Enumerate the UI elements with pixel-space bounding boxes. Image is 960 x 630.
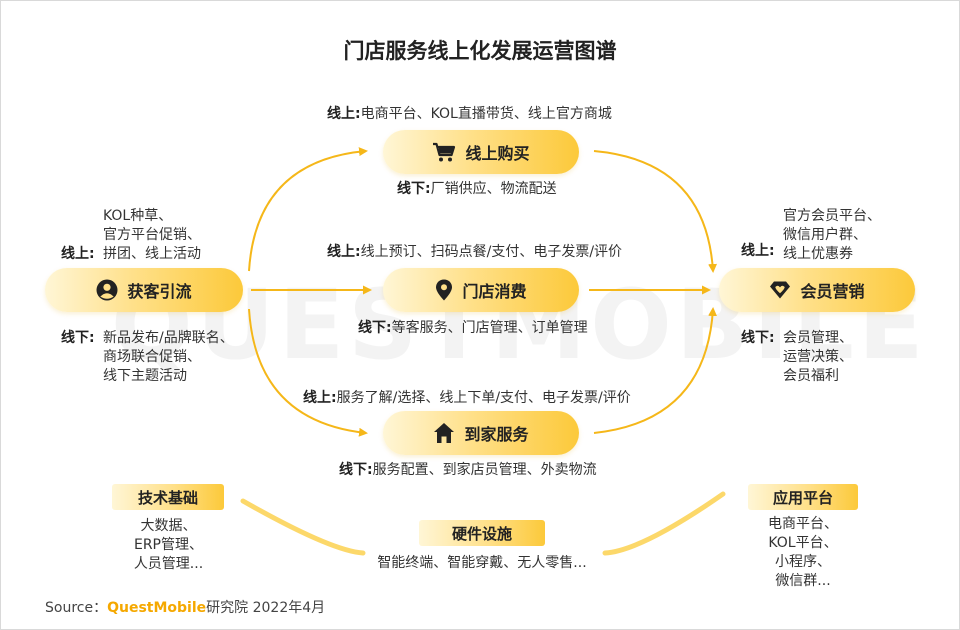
online-label: 线上:: [303, 390, 337, 406]
online-label: 线上:: [741, 243, 775, 259]
node-store: 门店消费: [383, 268, 579, 312]
online-label: 线上:: [327, 244, 361, 260]
node-acquire-label: 获客引流: [127, 282, 192, 301]
acquire-offline-block: 线下: 新品发布/品牌联名、 商场联合促销、 线下主题活动: [61, 329, 271, 386]
member-offline-lines: 会员管理、 运营决策、 会员福利: [783, 330, 853, 384]
user-circle-icon: [96, 279, 118, 301]
offline-label: 线下:: [339, 462, 373, 478]
store-offline-text: 线下:等客服务、门店管理、订单管理: [358, 320, 588, 336]
online-label: 线上:: [327, 106, 361, 122]
node-member-label: 会员营销: [800, 282, 865, 301]
location-pin-icon: [435, 279, 453, 301]
platform-lines: 电商平台、 KOL平台、 小程序、 微信群...: [768, 516, 838, 589]
arrow-acquire-to-home: [248, 308, 368, 437]
tag-hardware: 硬件设施: [419, 520, 545, 546]
home-offline-text: 线下:服务配置、到家店员管理、外卖物流: [339, 462, 597, 478]
acquire-online-lines: KOL种草、 官方平台促销、 拼团、线上活动: [103, 208, 201, 262]
diamond-heart-icon: [769, 280, 791, 300]
tag-tech: 技术基础: [112, 484, 224, 510]
foundation-arc: [240, 491, 726, 556]
offline-label: 线下:: [358, 320, 392, 336]
node-store-label: 门店消费: [462, 282, 527, 301]
node-member: 会员营销: [719, 268, 915, 312]
node-home-label: 到家服务: [464, 425, 529, 444]
acquire-offline-lines: 新品发布/品牌联名、 商场联合促销、 线下主题活动: [103, 330, 234, 384]
node-home: 到家服务: [383, 411, 579, 455]
member-online-block: 线上: 官方会员平台、 微信用户群、 线上优惠券: [741, 207, 931, 264]
house-icon: [433, 422, 455, 444]
hardware-lines: 智能终端、智能穿戴、无人零售...: [377, 555, 587, 571]
acquire-online-block: 线上: KOL种草、 官方平台促销、 拼团、线上活动: [61, 207, 261, 264]
offline-label: 线下:: [61, 330, 95, 346]
home-online-text: 线上:服务了解/选择、线上下单/支付、电子发票/评价: [303, 390, 631, 406]
arrow-buy-to-member: [593, 150, 718, 273]
node-buy: 线上购买: [383, 130, 579, 174]
brand-name: QuestMobile: [107, 600, 207, 616]
member-online-lines: 官方会员平台、 微信用户群、 线上优惠券: [783, 208, 881, 262]
store-online-text: 线上:线上预订、扫码点餐/支付、电子发票/评价: [327, 244, 623, 260]
node-buy-label: 线上购买: [465, 144, 530, 163]
node-acquire: 获客引流: [45, 268, 243, 312]
arrow-acquire-to-buy: [248, 147, 368, 272]
tag-platform: 应用平台: [748, 484, 858, 510]
member-offline-block: 线下: 会员管理、 运营决策、 会员福利: [741, 329, 931, 386]
online-label: 线上:: [61, 246, 95, 262]
offline-label: 线下:: [397, 181, 431, 197]
buy-online-text: 线上:电商平台、KOL直播带货、线上官方商城: [327, 106, 612, 122]
page-title: 门店服务线上化发展运营图谱: [343, 39, 617, 63]
tech-lines: 大数据、 ERP管理、 人员管理...: [133, 518, 204, 572]
arrow-home-to-member: [593, 307, 718, 434]
offline-label: 线下:: [741, 330, 775, 346]
shopping-cart-icon: [432, 141, 456, 163]
source-footer: Source：QuestMobile研究院 2022年4月: [45, 600, 326, 616]
buy-offline-text: 线下:厂销供应、物流配送: [397, 181, 557, 197]
